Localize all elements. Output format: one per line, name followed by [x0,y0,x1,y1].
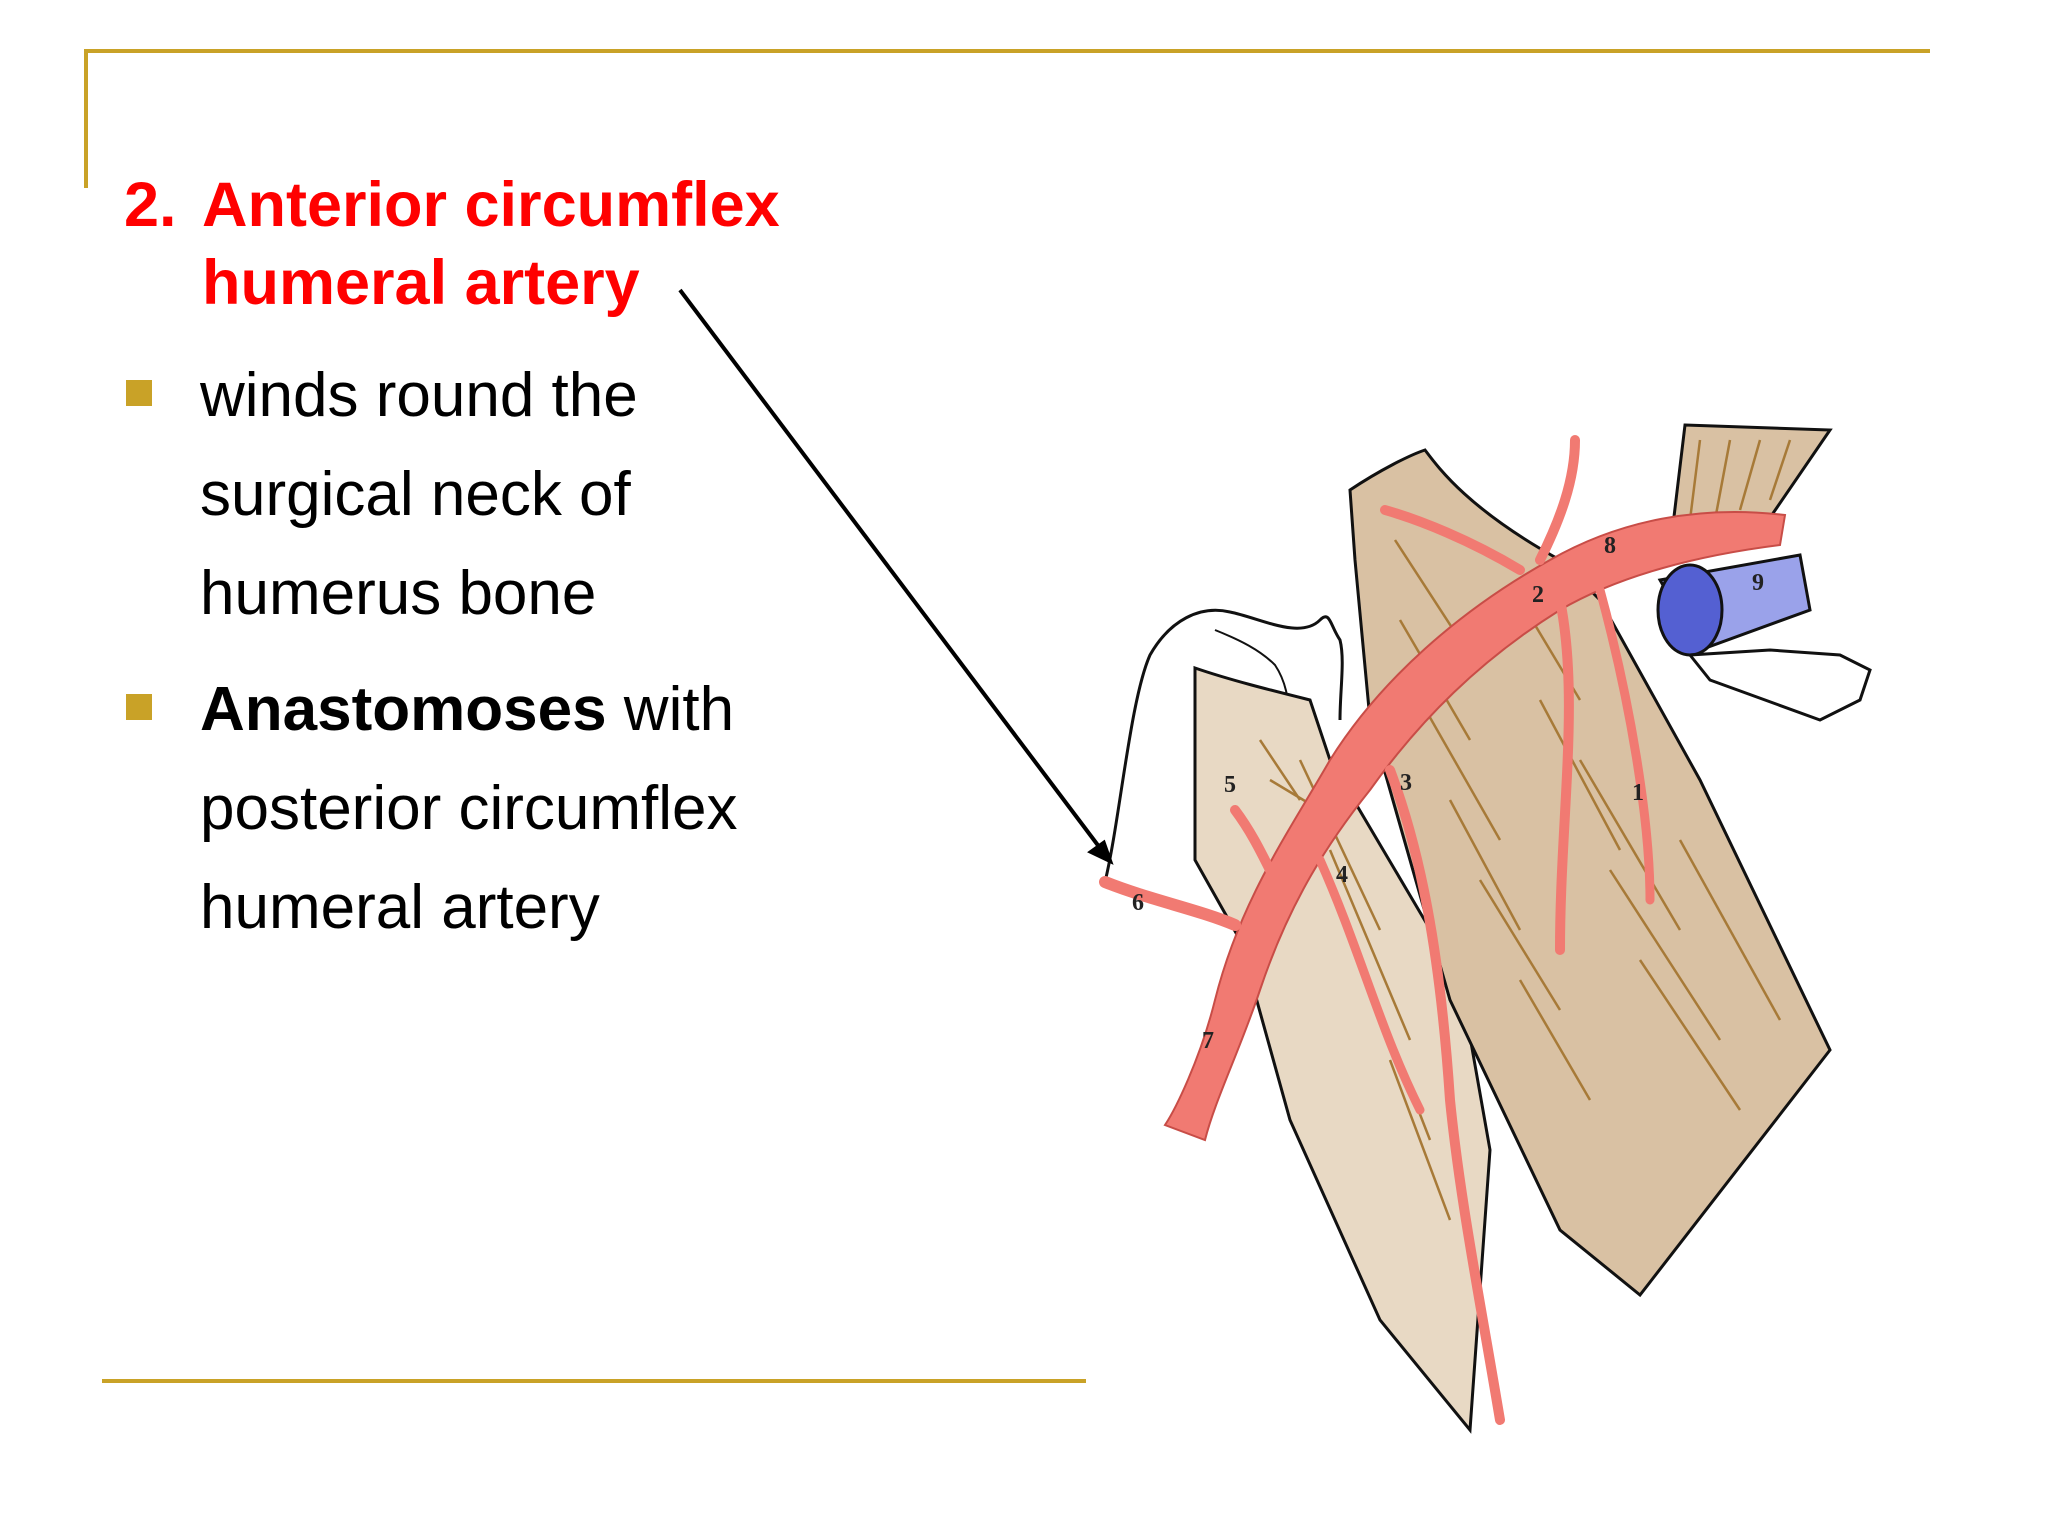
diagram-label-9: 9 [1752,570,1764,596]
frame-bottom-line [102,1379,1086,1383]
diagram-label-3: 3 [1400,770,1412,796]
title-line-2: humeral artery [202,248,640,318]
main-artery [1163,511,1787,1142]
diagram-label-8: 8 [1604,533,1616,559]
diagram-label-5: 5 [1224,772,1236,798]
bullet-2-line-1-rest: with [606,675,735,744]
diagram-label-4: 4 [1336,862,1348,888]
bullet-text-1: winds round the surgical neck of humerus… [200,346,960,643]
diagram-label-6: 6 [1132,890,1144,916]
bone-head [1656,553,1872,722]
pointer-arrowhead-icon [1087,839,1114,865]
diagram-label-1: 1 [1632,780,1644,806]
bullet-2-bold-term: Anastomoses [200,675,607,744]
pointer-arrow-line [678,288,1105,854]
bullet-2-line-3: humeral artery [200,873,600,942]
slide-title: 2. Anterior circumflex humeral artery [124,166,780,322]
bullet-1-line-1: winds round the [200,361,638,430]
title-number: 2. [124,170,177,240]
title-line-1: Anterior circumflex [202,170,780,240]
diagram-label-2: 2 [1532,582,1544,608]
bullet-2-line-2: posterior circumflex [200,774,738,843]
bullet-2-line-1: Anastomoses with [200,660,960,759]
bullet-square-icon [126,380,152,406]
diagram-label-7: 7 [1202,1028,1214,1054]
bullet-square-icon [126,694,152,720]
frame-top-line [86,49,1930,53]
bullet-text-2: Anastomoses with posterior circumflex hu… [200,660,960,957]
frame-left-line [84,49,88,188]
bullet-1-line-3: humerus bone [200,559,597,628]
bullet-1-line-2: surgical neck of [200,460,631,529]
artery-branches [1099,435,1655,1425]
shoulder-outline [1103,608,1344,883]
